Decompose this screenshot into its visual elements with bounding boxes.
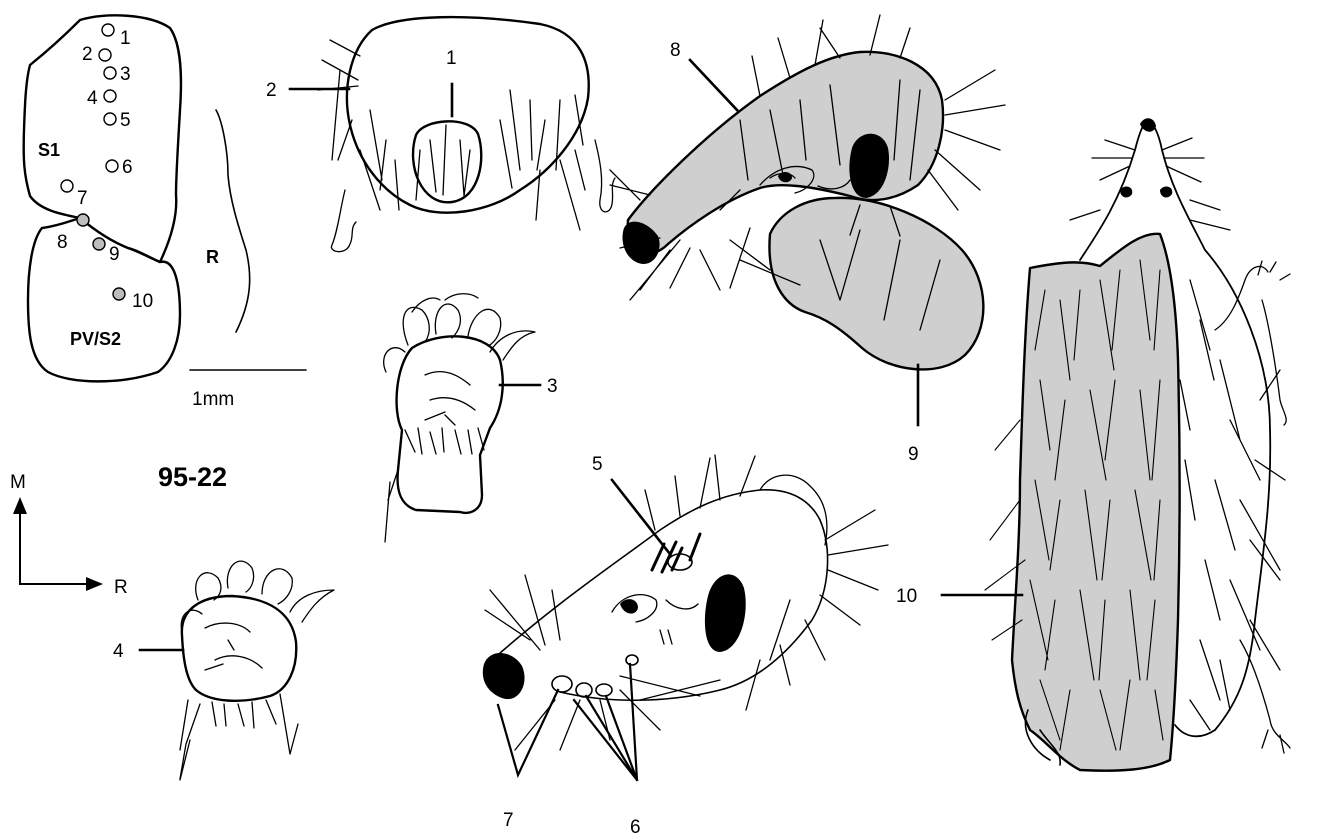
head-lower-fur bbox=[645, 455, 888, 710]
head-lower-outline bbox=[492, 490, 828, 700]
rf-7-site bbox=[552, 676, 572, 692]
forepaw-4-fur bbox=[180, 694, 298, 780]
site-label-3: 3 bbox=[120, 64, 131, 85]
head-rf-5-6-7: 5 7 6 bbox=[483, 454, 888, 834]
right-hind-foot bbox=[595, 140, 615, 212]
ear-opening-lower bbox=[705, 574, 746, 652]
forepaw-4-claws bbox=[181, 561, 334, 632]
head-rf-8-9: 8 9 bbox=[610, 15, 1005, 465]
dorsal-eye-right bbox=[1160, 187, 1172, 198]
forepaw-3-outline bbox=[397, 336, 503, 512]
recording-site-5 bbox=[104, 113, 116, 125]
rf-label-6: 6 bbox=[630, 817, 641, 834]
recording-site-6 bbox=[106, 160, 118, 172]
dorsal-right-fur bbox=[1180, 280, 1285, 730]
rf-label-10: 10 bbox=[896, 586, 917, 607]
orientation-compass: M R bbox=[10, 472, 128, 598]
rf-10-body-half bbox=[1012, 234, 1180, 771]
head-lower-ear bbox=[760, 475, 827, 545]
dorsal-eye-left bbox=[1120, 187, 1132, 198]
recording-site-4 bbox=[104, 90, 116, 102]
rostral-border bbox=[216, 110, 250, 332]
scale-bar-label: 1mm bbox=[192, 389, 234, 410]
rf-6-site-a bbox=[576, 683, 592, 697]
dorsal-right-hindlimb bbox=[1240, 640, 1290, 753]
dorsal-right-forelimb bbox=[1215, 261, 1290, 425]
recording-site-2 bbox=[99, 49, 111, 61]
area-label-pv-s2: PV/S2 bbox=[70, 329, 121, 349]
recording-site-10 bbox=[113, 288, 125, 300]
recording-site-1 bbox=[102, 24, 114, 36]
left-hind-foot bbox=[331, 190, 356, 252]
rf-6-site-b bbox=[596, 684, 612, 696]
rf-label-9: 9 bbox=[908, 444, 919, 465]
recording-site-9 bbox=[93, 238, 105, 250]
rf-label-7: 7 bbox=[503, 810, 514, 831]
rostral-arrow-icon bbox=[86, 577, 103, 591]
eye-lower bbox=[620, 599, 638, 614]
case-id: 95-22 bbox=[158, 462, 227, 492]
rf-label-8: 8 bbox=[670, 40, 681, 61]
site-label-5: 5 bbox=[120, 110, 131, 131]
nose-tip-lower bbox=[483, 653, 525, 699]
site-label-6: 6 bbox=[122, 157, 133, 178]
recording-sites: 1 2 3 4 5 6 7 8 9 10 bbox=[57, 24, 153, 312]
rf-label-5: 5 bbox=[592, 454, 603, 475]
recording-site-8 bbox=[77, 214, 89, 226]
dorsal-nose bbox=[1140, 118, 1156, 132]
area-label-s1: S1 bbox=[38, 140, 60, 160]
rf-label-2: 2 bbox=[266, 80, 277, 101]
body-dorsal-rf-10: 10 bbox=[896, 118, 1290, 770]
leader-rf-7 bbox=[498, 690, 558, 775]
cortical-map: S1 PV/S2 1 2 3 4 5 6 7 8 9 10 R bbox=[24, 15, 306, 410]
orientation-label-rostral: R bbox=[114, 577, 128, 598]
orientation-label-medial: M bbox=[10, 472, 26, 493]
forepaw-4-pads bbox=[205, 623, 262, 670]
site-label-7: 7 bbox=[77, 188, 88, 209]
leader-rf-8 bbox=[690, 60, 737, 110]
rf-label-1: 1 bbox=[446, 48, 457, 69]
site-label-4: 4 bbox=[87, 88, 98, 109]
forepaw-3-pads bbox=[425, 372, 475, 425]
body-rear-view: 1 2 bbox=[266, 17, 615, 252]
leader-rf-5 bbox=[612, 480, 670, 554]
medial-arrow-icon bbox=[13, 497, 27, 514]
area-label-rostral: R bbox=[206, 247, 219, 267]
site-label-2: 2 bbox=[82, 44, 93, 65]
site-label-9: 9 bbox=[109, 244, 120, 265]
rf-6-site-c bbox=[626, 655, 638, 665]
rf-label-4: 4 bbox=[113, 641, 124, 662]
forepaw-rf-4: 4 bbox=[113, 561, 334, 780]
forepaw-rf-3: 3 bbox=[384, 294, 558, 542]
site-label-1: 1 bbox=[120, 28, 131, 49]
rf-label-3: 3 bbox=[547, 376, 558, 397]
site-label-8: 8 bbox=[57, 232, 68, 253]
site-label-10: 10 bbox=[132, 291, 153, 312]
rf-1-tail-base bbox=[413, 121, 481, 202]
rf-9-jaw-cheek bbox=[769, 198, 983, 370]
dorsal-whiskers bbox=[1070, 138, 1230, 230]
recording-site-7 bbox=[61, 180, 73, 192]
recording-site-3 bbox=[104, 67, 116, 79]
forepaw-3-claws bbox=[384, 294, 535, 372]
